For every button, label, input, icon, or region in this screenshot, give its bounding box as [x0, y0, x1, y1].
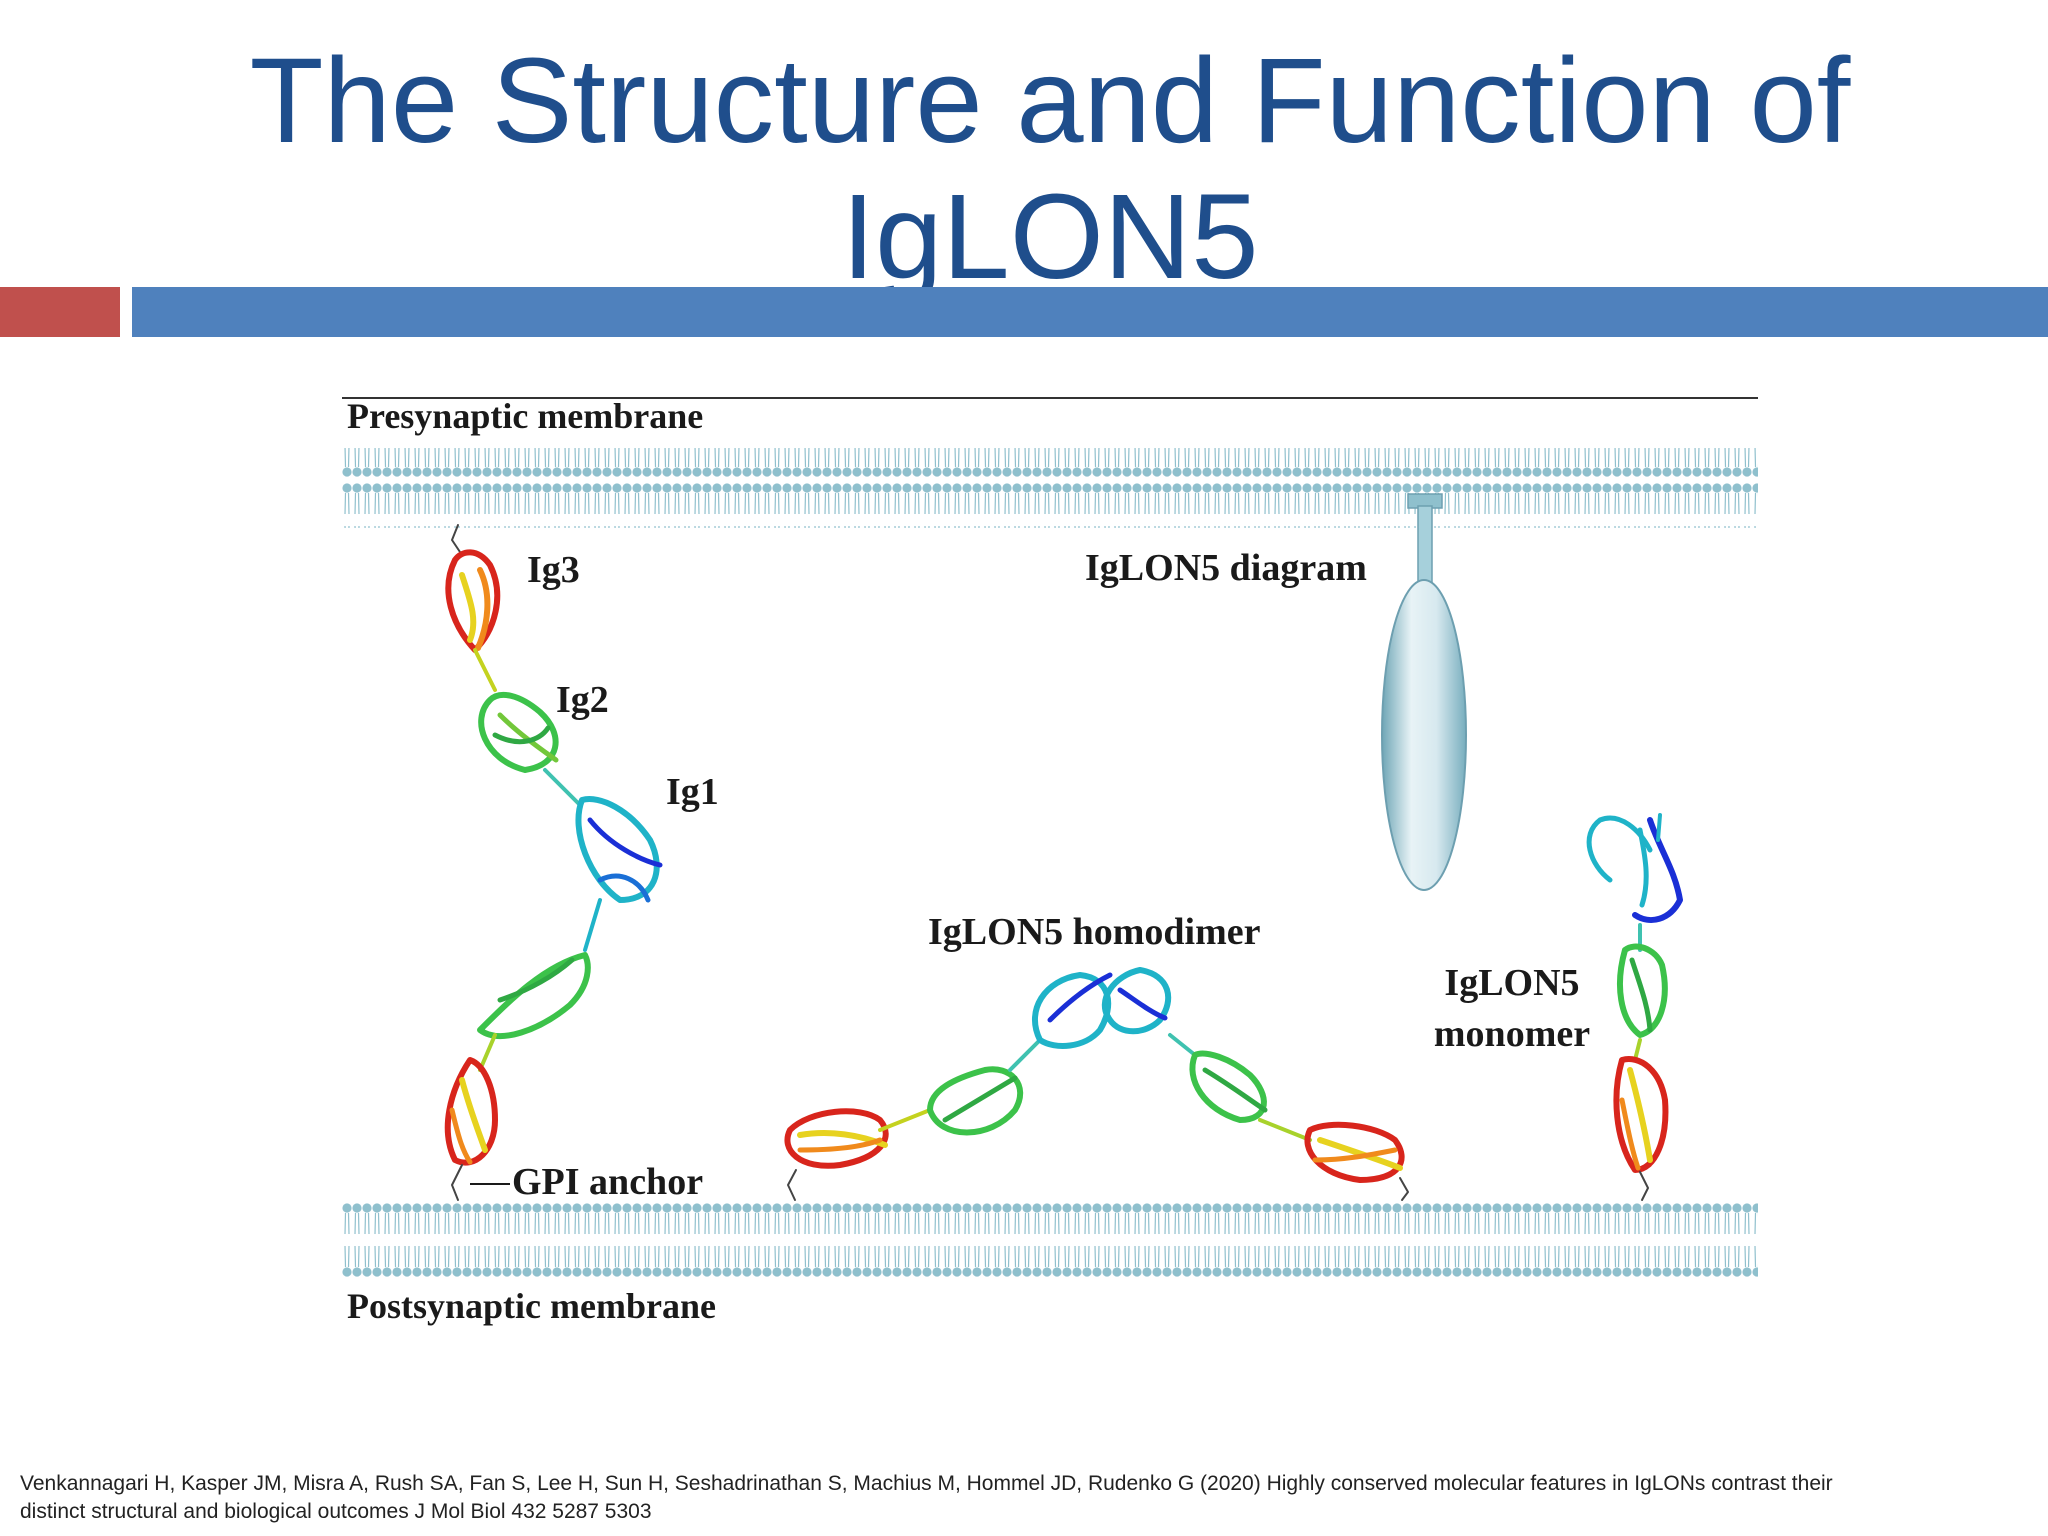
iglon5-chain-left: [444, 524, 663, 1201]
presynaptic-label: Presynaptic membrane: [347, 396, 703, 436]
citation-line-2: distinct structural and biological outco…: [20, 1500, 652, 1523]
diagram-label: IgLON5 diagram: [1085, 547, 1367, 589]
ig1-label: Ig1: [666, 771, 719, 813]
monomer-label-line1: IgLON5: [1444, 962, 1579, 1004]
accent-bar-blue: [132, 287, 2048, 337]
iglon5-monomer: [1586, 813, 1683, 1201]
iglon5-homodimer: [784, 967, 1409, 1201]
citation-line-1: Venkannagari H, Kasper JM, Misra A, Rush…: [20, 1472, 1833, 1495]
postsynaptic-label: Postsynaptic membrane: [347, 1286, 716, 1326]
postsynaptic-membrane: [342, 1198, 1758, 1278]
title-line-2: IgLON5: [841, 168, 1259, 304]
homodimer-label: IgLON5 homodimer: [928, 911, 1261, 953]
presynaptic-membrane: [342, 448, 1758, 528]
ig3-label: Ig3: [527, 549, 580, 591]
monomer-label-line2: monomer: [1434, 1013, 1590, 1055]
iglon5-schematic: [1381, 493, 1467, 891]
title-line-1: The Structure and Function of: [249, 32, 1851, 168]
ig2-label: Ig2: [556, 679, 609, 721]
citation: Venkannagari H, Kasper JM, Misra A, Rush…: [20, 1470, 2030, 1526]
accent-bar-red: [0, 287, 120, 337]
slide-title: The Structure and Function of IgLON5: [0, 32, 2048, 304]
gpi-anchor-label: GPI anchor: [512, 1161, 703, 1203]
